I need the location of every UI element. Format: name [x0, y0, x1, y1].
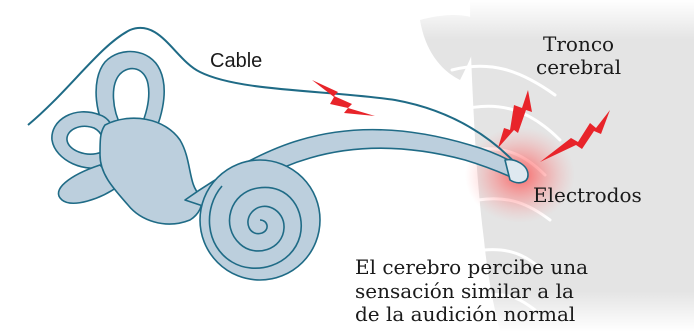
brainstem-label-line2: cerebral	[536, 56, 621, 79]
caption-line3: de la audición normal	[355, 303, 588, 327]
caption: El cerebro percibe una sensación similar…	[355, 256, 588, 327]
brainstem-label: Tronco cerebral	[536, 33, 621, 79]
cable-label: Cable	[210, 50, 262, 73]
caption-line2: sensación similar a la	[355, 280, 588, 304]
brainstem-label-line1: Tronco	[536, 33, 621, 56]
electrodes-label: Electrodos	[533, 184, 642, 207]
caption-line1: El cerebro percibe una	[355, 256, 588, 280]
